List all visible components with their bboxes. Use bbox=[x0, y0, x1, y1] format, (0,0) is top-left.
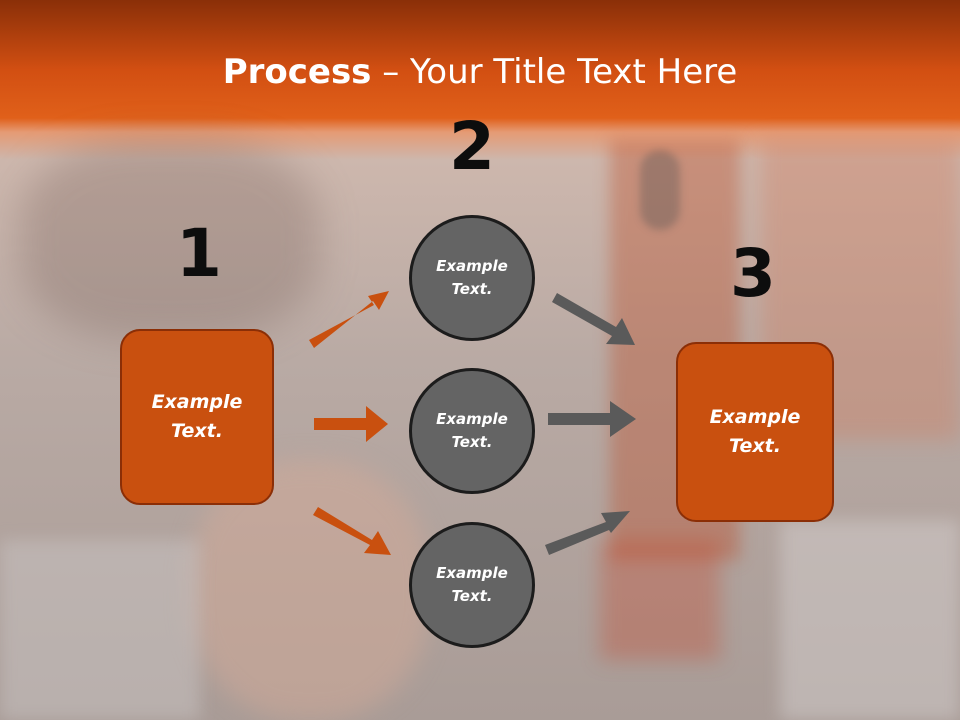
arrow-1-to-bottom bbox=[313, 507, 391, 555]
circle-middle-text: Example Text. bbox=[436, 410, 508, 451]
title-rest: – Your Title Text Here bbox=[371, 52, 738, 92]
circle-top-text: Example Text. bbox=[436, 257, 508, 298]
arrow-middle-to-3 bbox=[548, 401, 636, 437]
circle-bottom-text: Example Text. bbox=[436, 564, 508, 605]
title-bold: Process bbox=[222, 52, 372, 92]
step-2-circle-middle: Example Text. bbox=[409, 368, 535, 494]
slide-title: Process – Your Title Text Here bbox=[0, 52, 960, 92]
arrow-bottom-to-3 bbox=[545, 511, 630, 555]
step-1-text: Example Text. bbox=[151, 391, 243, 442]
step-3-box: Example Text. bbox=[676, 342, 834, 522]
step-number-1: 1 bbox=[176, 215, 222, 292]
step-2-circle-top: Example Text. bbox=[409, 215, 535, 341]
step-3-text: Example Text. bbox=[709, 406, 801, 457]
arrow-top-to-3 bbox=[552, 293, 635, 345]
step-1-box: Example Text. bbox=[120, 329, 274, 505]
step-2-circle-bottom: Example Text. bbox=[409, 522, 535, 648]
step-number-2: 2 bbox=[449, 108, 495, 185]
arrow-1-to-middle bbox=[314, 406, 388, 442]
arrow-1-to-top bbox=[309, 291, 389, 348]
step-number-3: 3 bbox=[730, 235, 776, 312]
